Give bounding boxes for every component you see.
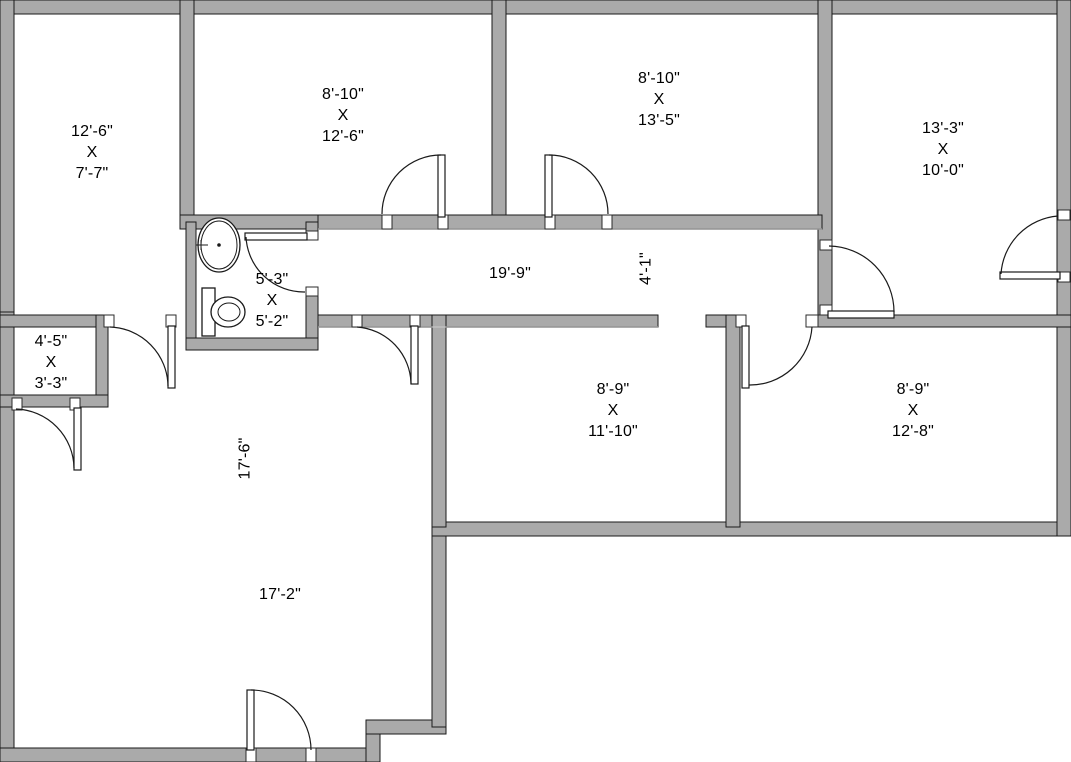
wall-mid-rooms-bottom <box>431 521 1071 537</box>
wall-vert-top-left-second <box>179 0 195 229</box>
dimension-label-corridor-width: 4'-1" <box>637 252 655 285</box>
door-closet-lower[interactable] <box>11 397 82 471</box>
wall-corridor-bottom-left <box>317 314 659 328</box>
wall-horiz-corridor-top <box>317 214 823 230</box>
room-label-13-3-x-10-0: 13'-3" X 10'-0" <box>922 120 964 179</box>
door-jamb <box>305 286 319 297</box>
door-swing-arc <box>381 154 442 215</box>
door-jamb <box>351 314 363 328</box>
door-jamb <box>165 314 177 328</box>
room-label-8-9-x-11-10: 8'-9" X 11'-10" <box>588 381 638 440</box>
wall-vert-mid-right <box>725 314 741 528</box>
door-top-right-room[interactable] <box>999 209 1071 283</box>
door-jamb <box>11 397 23 411</box>
door-jamb <box>819 239 833 251</box>
fixtures-group <box>196 217 246 337</box>
toilet-bowl-inner <box>217 302 241 322</box>
wall-horiz-left-under-room <box>179 214 319 230</box>
door-far-right-room[interactable] <box>735 314 819 389</box>
door-closet-upper[interactable] <box>103 314 177 389</box>
door-swing-arc <box>1000 215 1059 275</box>
door-bathroom[interactable] <box>244 230 319 297</box>
wall-vert-second-third <box>491 0 507 223</box>
wall-exterior-left-upper <box>0 0 15 319</box>
door-swing-arc <box>15 408 75 469</box>
wall-closet-top <box>0 314 111 328</box>
door-main-entry[interactable] <box>245 689 317 762</box>
wall-exterior-bottom-left <box>0 747 381 762</box>
door-leaf <box>544 154 553 218</box>
door-jamb <box>601 214 613 230</box>
door-corridor-east[interactable] <box>819 239 895 319</box>
door-jamb <box>819 304 833 316</box>
sink-drain-icon <box>217 243 221 247</box>
bathroom-toilet-fixture <box>201 287 246 337</box>
door-top-second-room[interactable] <box>381 154 449 230</box>
wall-closet-right <box>95 314 109 406</box>
door-swing-arc <box>748 326 813 386</box>
door-leaf <box>73 407 82 471</box>
door-jamb <box>103 314 115 328</box>
door-top-third-room[interactable] <box>544 154 613 230</box>
door-jamb <box>305 230 319 241</box>
wall-vert-third-topright <box>817 0 833 319</box>
wall-bathroom-left <box>185 221 197 351</box>
door-leaf <box>244 232 308 241</box>
door-leaf <box>246 689 255 751</box>
door-jamb <box>409 314 421 328</box>
dimension-label-great-room-height: 17'-6" <box>236 437 254 480</box>
door-leaf <box>999 271 1061 280</box>
door-jamb <box>305 747 317 762</box>
dimension-label-great-room-width: 17'-2" <box>259 586 301 603</box>
door-swing-arc <box>109 326 169 387</box>
door-mid-right-room[interactable] <box>351 314 421 385</box>
room-label-4-5-x-3-3: 4'-5" X 3'-3" <box>34 333 68 392</box>
door-swing-arc <box>828 245 895 313</box>
room-label-5-3-x-5-2: 5'-3" X 5'-2" <box>255 271 289 330</box>
wall-bathroom-bottom <box>185 337 319 351</box>
wall-exterior-right <box>1056 0 1071 537</box>
wall-exterior-left-lower <box>0 311 15 762</box>
room-label-8-10-x-12-6: 8'-10" X 12'-6" <box>322 86 364 145</box>
door-leaf <box>437 154 446 218</box>
room-label-8-10-x-13-5: 8'-10" X 13'-5" <box>638 70 680 129</box>
wall-accent-corridor-bottom <box>318 326 658 328</box>
door-leaf <box>827 310 895 319</box>
door-leaf <box>741 325 750 389</box>
door-swing-arc <box>356 326 412 385</box>
wall-exterior-top <box>0 0 1071 15</box>
wall-step-vertical-upper <box>431 521 447 728</box>
wall-accent-corridor-top <box>318 228 822 230</box>
door-jamb <box>805 314 819 328</box>
door-jamb <box>1057 209 1071 221</box>
door-jamb <box>735 314 747 328</box>
door-swing-arc <box>548 154 609 215</box>
room-label-12-6-x-7-7: 12'-6" X 7'-7" <box>71 123 113 182</box>
wall-vert-mid-left <box>431 314 447 528</box>
toilet-bowl-outer <box>210 296 246 328</box>
door-jamb <box>381 214 393 230</box>
door-leaf <box>410 325 419 385</box>
bathroom-sink-fixture <box>196 217 241 273</box>
wall-closet-bottom <box>0 394 109 408</box>
room-label-8-9-x-12-8: 8'-9" X 12'-8" <box>892 381 934 440</box>
door-swing-arc <box>250 689 312 751</box>
door-leaf <box>167 325 176 389</box>
dimension-label-corridor-length: 19'-9" <box>489 265 531 282</box>
door-swing-arc <box>245 236 306 293</box>
doors-group <box>11 154 1071 762</box>
